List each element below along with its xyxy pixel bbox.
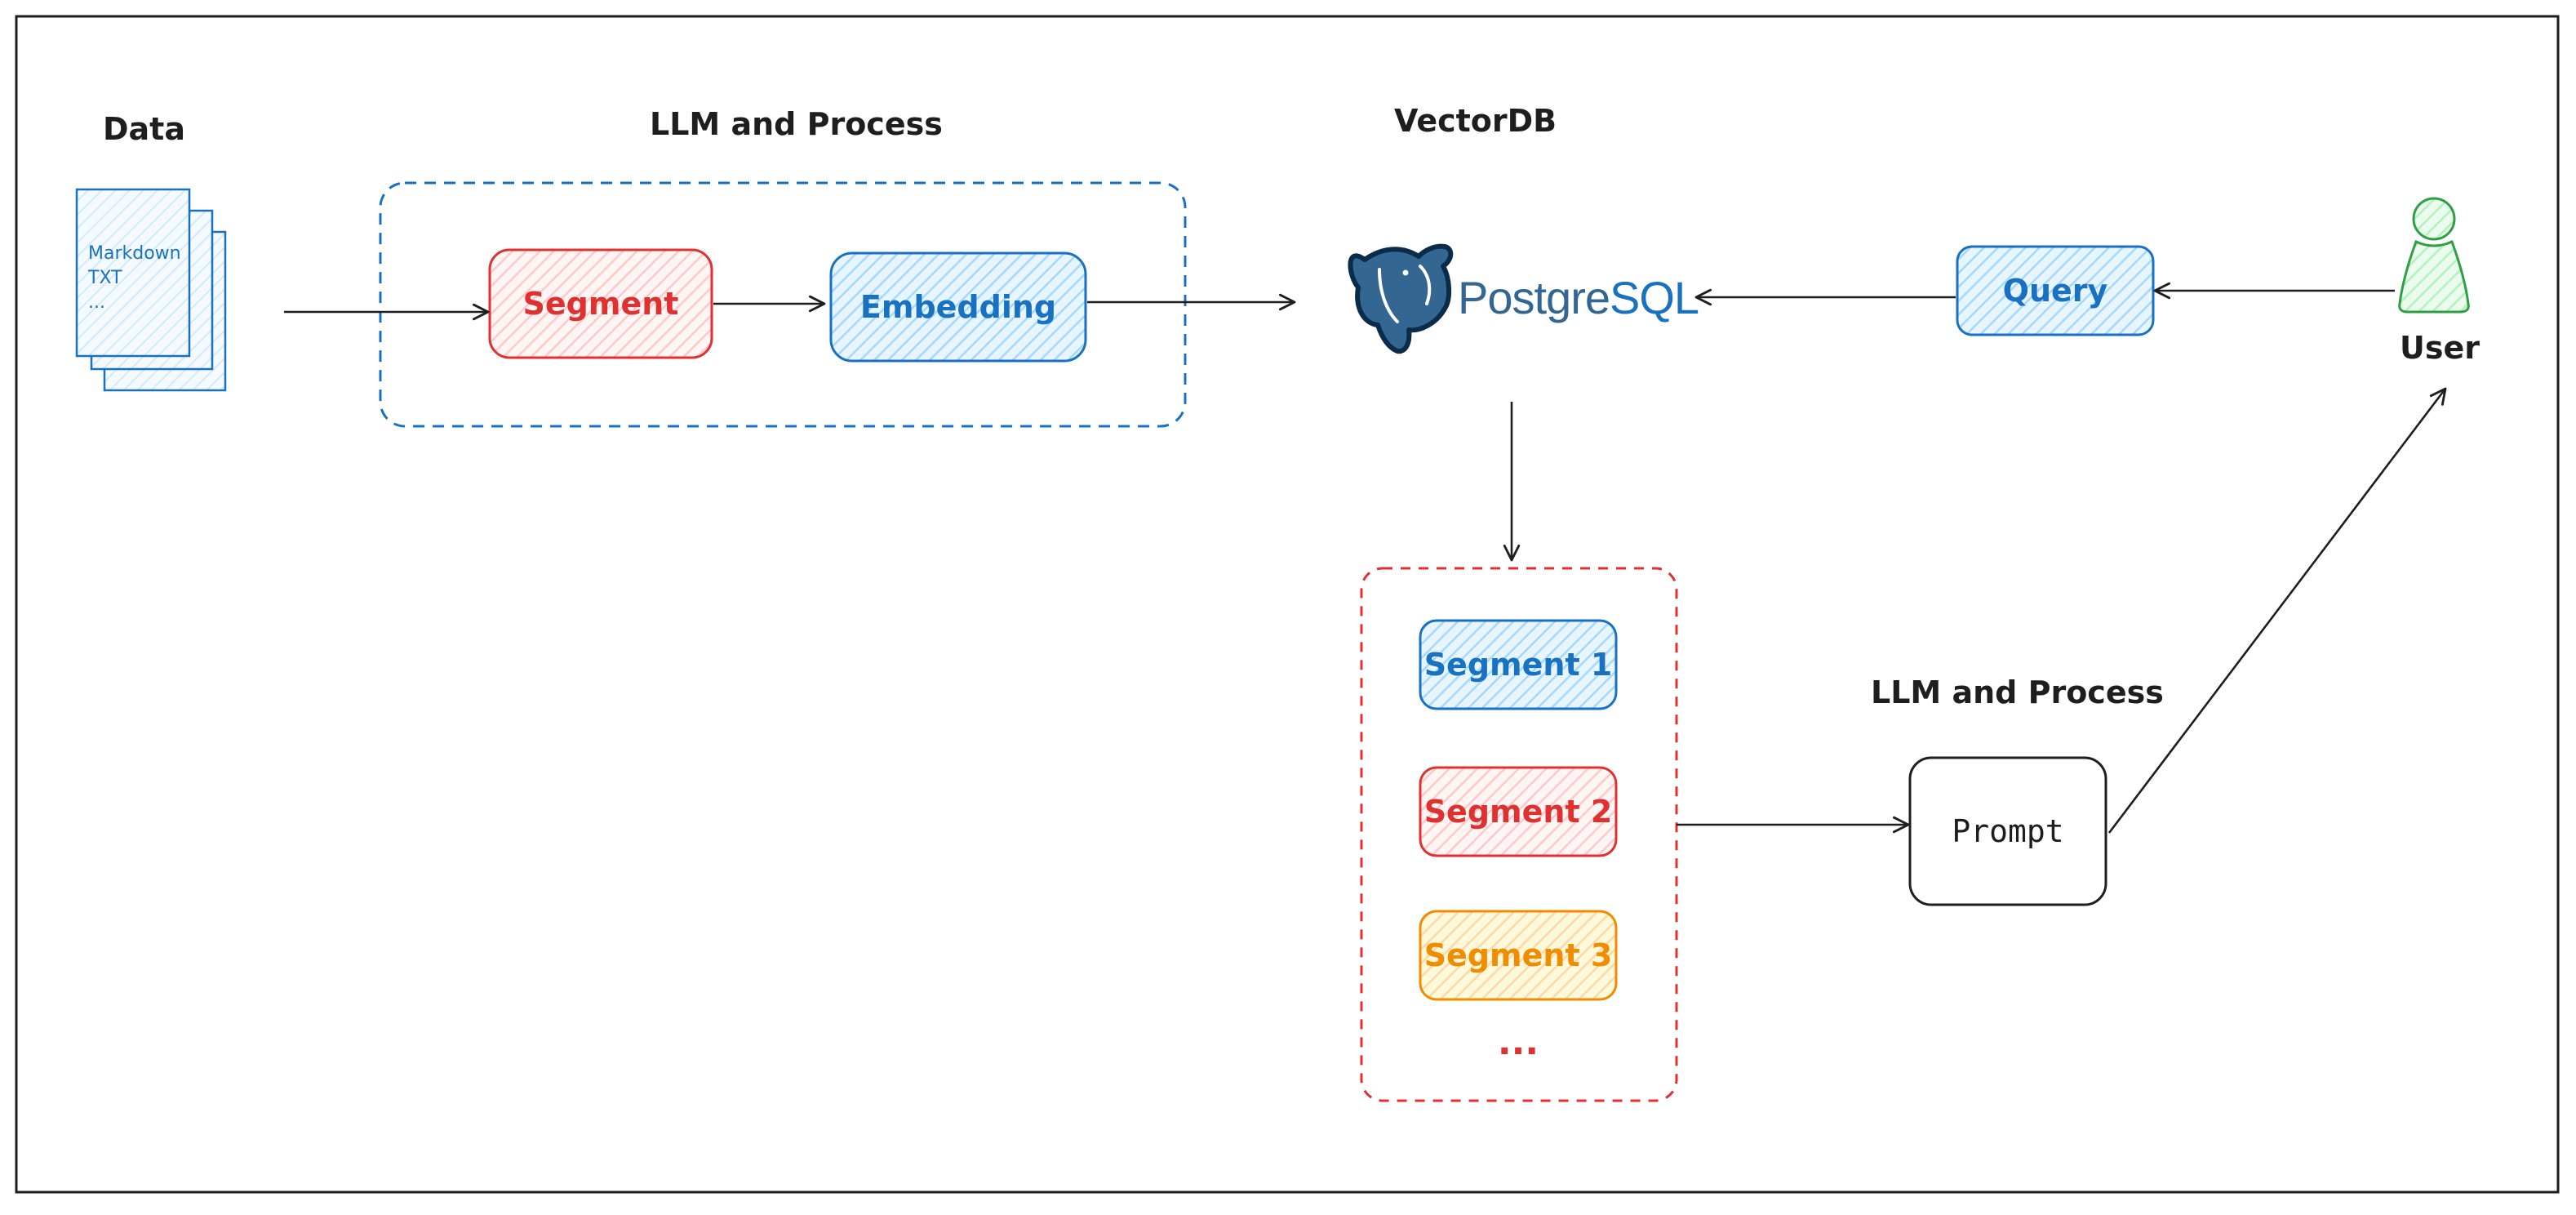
segment-node-shape (488, 248, 713, 359)
segment1-node: Segment 1 (1423, 647, 1613, 683)
prompt-node: Prompt (1952, 813, 2064, 849)
query-node-shape (1956, 245, 2155, 336)
data-documents-icon (75, 188, 227, 392)
postgresql-wordmark: PostgreSQL (1458, 271, 1699, 324)
arrow-prompt-to-user (2107, 387, 2447, 834)
segment-node: Segment (522, 286, 679, 322)
data-label: Data (103, 111, 185, 147)
segment1-node-shape (1419, 619, 1618, 710)
query-node: Query (2002, 273, 2108, 309)
postgresql-wordmark-a: Postgre (1458, 272, 1610, 323)
llm-process-top-label: LLM and Process (650, 106, 943, 142)
more-segments-ellipsis: ... (1497, 1021, 1539, 1063)
segment3-node-shape (1419, 910, 1618, 1001)
user-icon (2398, 197, 2470, 314)
embedding-node-shape (829, 251, 1087, 363)
doc-line-txt: TXT (88, 268, 122, 288)
doc-line-markdown: Markdown (88, 243, 181, 264)
data-doc-text: Markdown TXT ... (88, 242, 181, 315)
doc-line-ellipsis: ... (88, 292, 105, 313)
outer-frame (15, 15, 2560, 1194)
llm-process-bottom-label: LLM and Process (1871, 674, 2164, 710)
segment2-node: Segment 2 (1423, 794, 1613, 830)
embedding-node: Embedding (859, 289, 1057, 325)
vectordb-label: VectorDB (1394, 103, 1557, 139)
prompt-node-shape (1908, 756, 2107, 906)
llm-process-top-group (379, 181, 1187, 428)
segment2-node-shape (1419, 766, 1618, 857)
postgresql-elephant-icon (1348, 243, 1454, 354)
postgresql-wordmark-b: SQL (1610, 272, 1699, 323)
user-label: User (2400, 330, 2480, 366)
segment3-node: Segment 3 (1423, 937, 1613, 973)
